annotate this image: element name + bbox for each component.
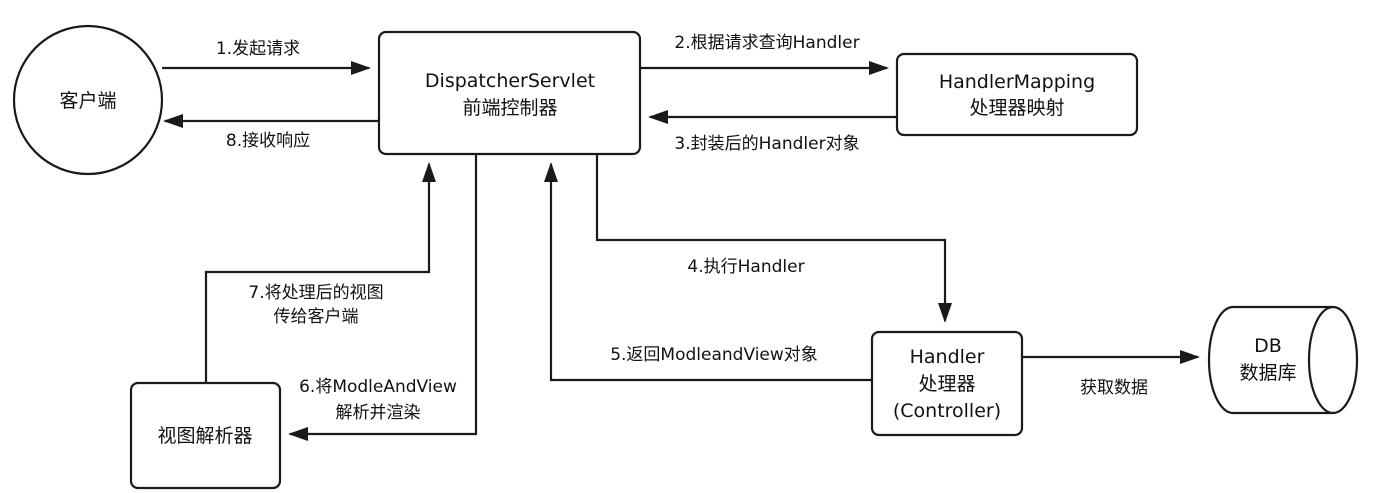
edge-6-line	[288, 154, 478, 441]
edge-3: 3.封装后的Handler对象	[648, 110, 897, 154]
db-title: DB	[1254, 335, 1282, 357]
edge-8: 8.接收响应	[163, 114, 379, 151]
edge-9-label: 获取数据	[1080, 378, 1148, 398]
db-subtitle: 数据库	[1239, 362, 1296, 384]
edge-6-label-line2: 解析并渲染	[336, 403, 421, 423]
handler-box	[870, 330, 1024, 437]
dispatcher-box	[377, 30, 642, 156]
resolver-node: 视图解析器	[129, 381, 282, 490]
edge-4-line	[595, 154, 952, 323]
edge-6: 6.将ModleAndView 解析并渲染	[288, 154, 478, 441]
handler-controller: (Controller)	[893, 400, 1001, 422]
edge-5-label: 5.返回ModleandView对象	[610, 345, 818, 365]
edge-1-label: 1.发起请求	[216, 39, 300, 59]
edge-7-line	[204, 162, 436, 383]
edge-7-label-line1: 7.将处理后的视图	[248, 283, 383, 303]
edge-7: 7.将处理后的视图 传给客户端	[204, 162, 436, 383]
dispatcher-subtitle: 前端控制器	[462, 97, 557, 119]
db-cylinder-body	[1207, 305, 1359, 415]
client-circle	[12, 24, 164, 176]
edge-2-label: 2.根据请求查询Handler	[674, 33, 859, 53]
dispatcher-node: DispatcherServlet 前端控制器	[377, 30, 642, 156]
mapping-title: HandlerMapping	[939, 71, 1095, 93]
edge-5-line	[544, 162, 872, 382]
edge-9: 获取数据	[1022, 350, 1200, 398]
dispatcher-title: DispatcherServlet	[425, 70, 595, 92]
handler-node: Handler 处理器 (Controller)	[870, 330, 1024, 437]
resolver-label: 视图解析器	[157, 425, 252, 447]
edge-3-label: 3.封装后的Handler对象	[674, 134, 859, 154]
handler-subtitle: 处理器	[918, 373, 975, 395]
client-label: 客户端	[59, 90, 116, 112]
edge-6-label-line1: 6.将ModleAndView	[299, 377, 457, 397]
edge-4-label: 4.执行Handler	[687, 257, 804, 277]
mapping-subtitle: 处理器映射	[969, 97, 1064, 119]
db-cylinder-cap	[1307, 305, 1334, 415]
edge-8-label: 8.接收响应	[226, 131, 310, 151]
edge-7-label-line2: 传给客户端	[274, 307, 359, 327]
edge-1: 1.发起请求	[162, 39, 371, 75]
mapping-node: HandlerMapping 处理器映射	[895, 52, 1139, 137]
client-node: 客户端	[12, 24, 164, 176]
handler-title: Handler	[910, 346, 985, 368]
edge-4: 4.执行Handler	[595, 154, 952, 323]
db-node: DB 数据库	[1207, 305, 1359, 415]
edge-2: 2.根据请求查询Handler	[640, 33, 889, 75]
mapping-box	[895, 52, 1139, 137]
edge-5: 5.返回ModleandView对象	[544, 162, 872, 382]
